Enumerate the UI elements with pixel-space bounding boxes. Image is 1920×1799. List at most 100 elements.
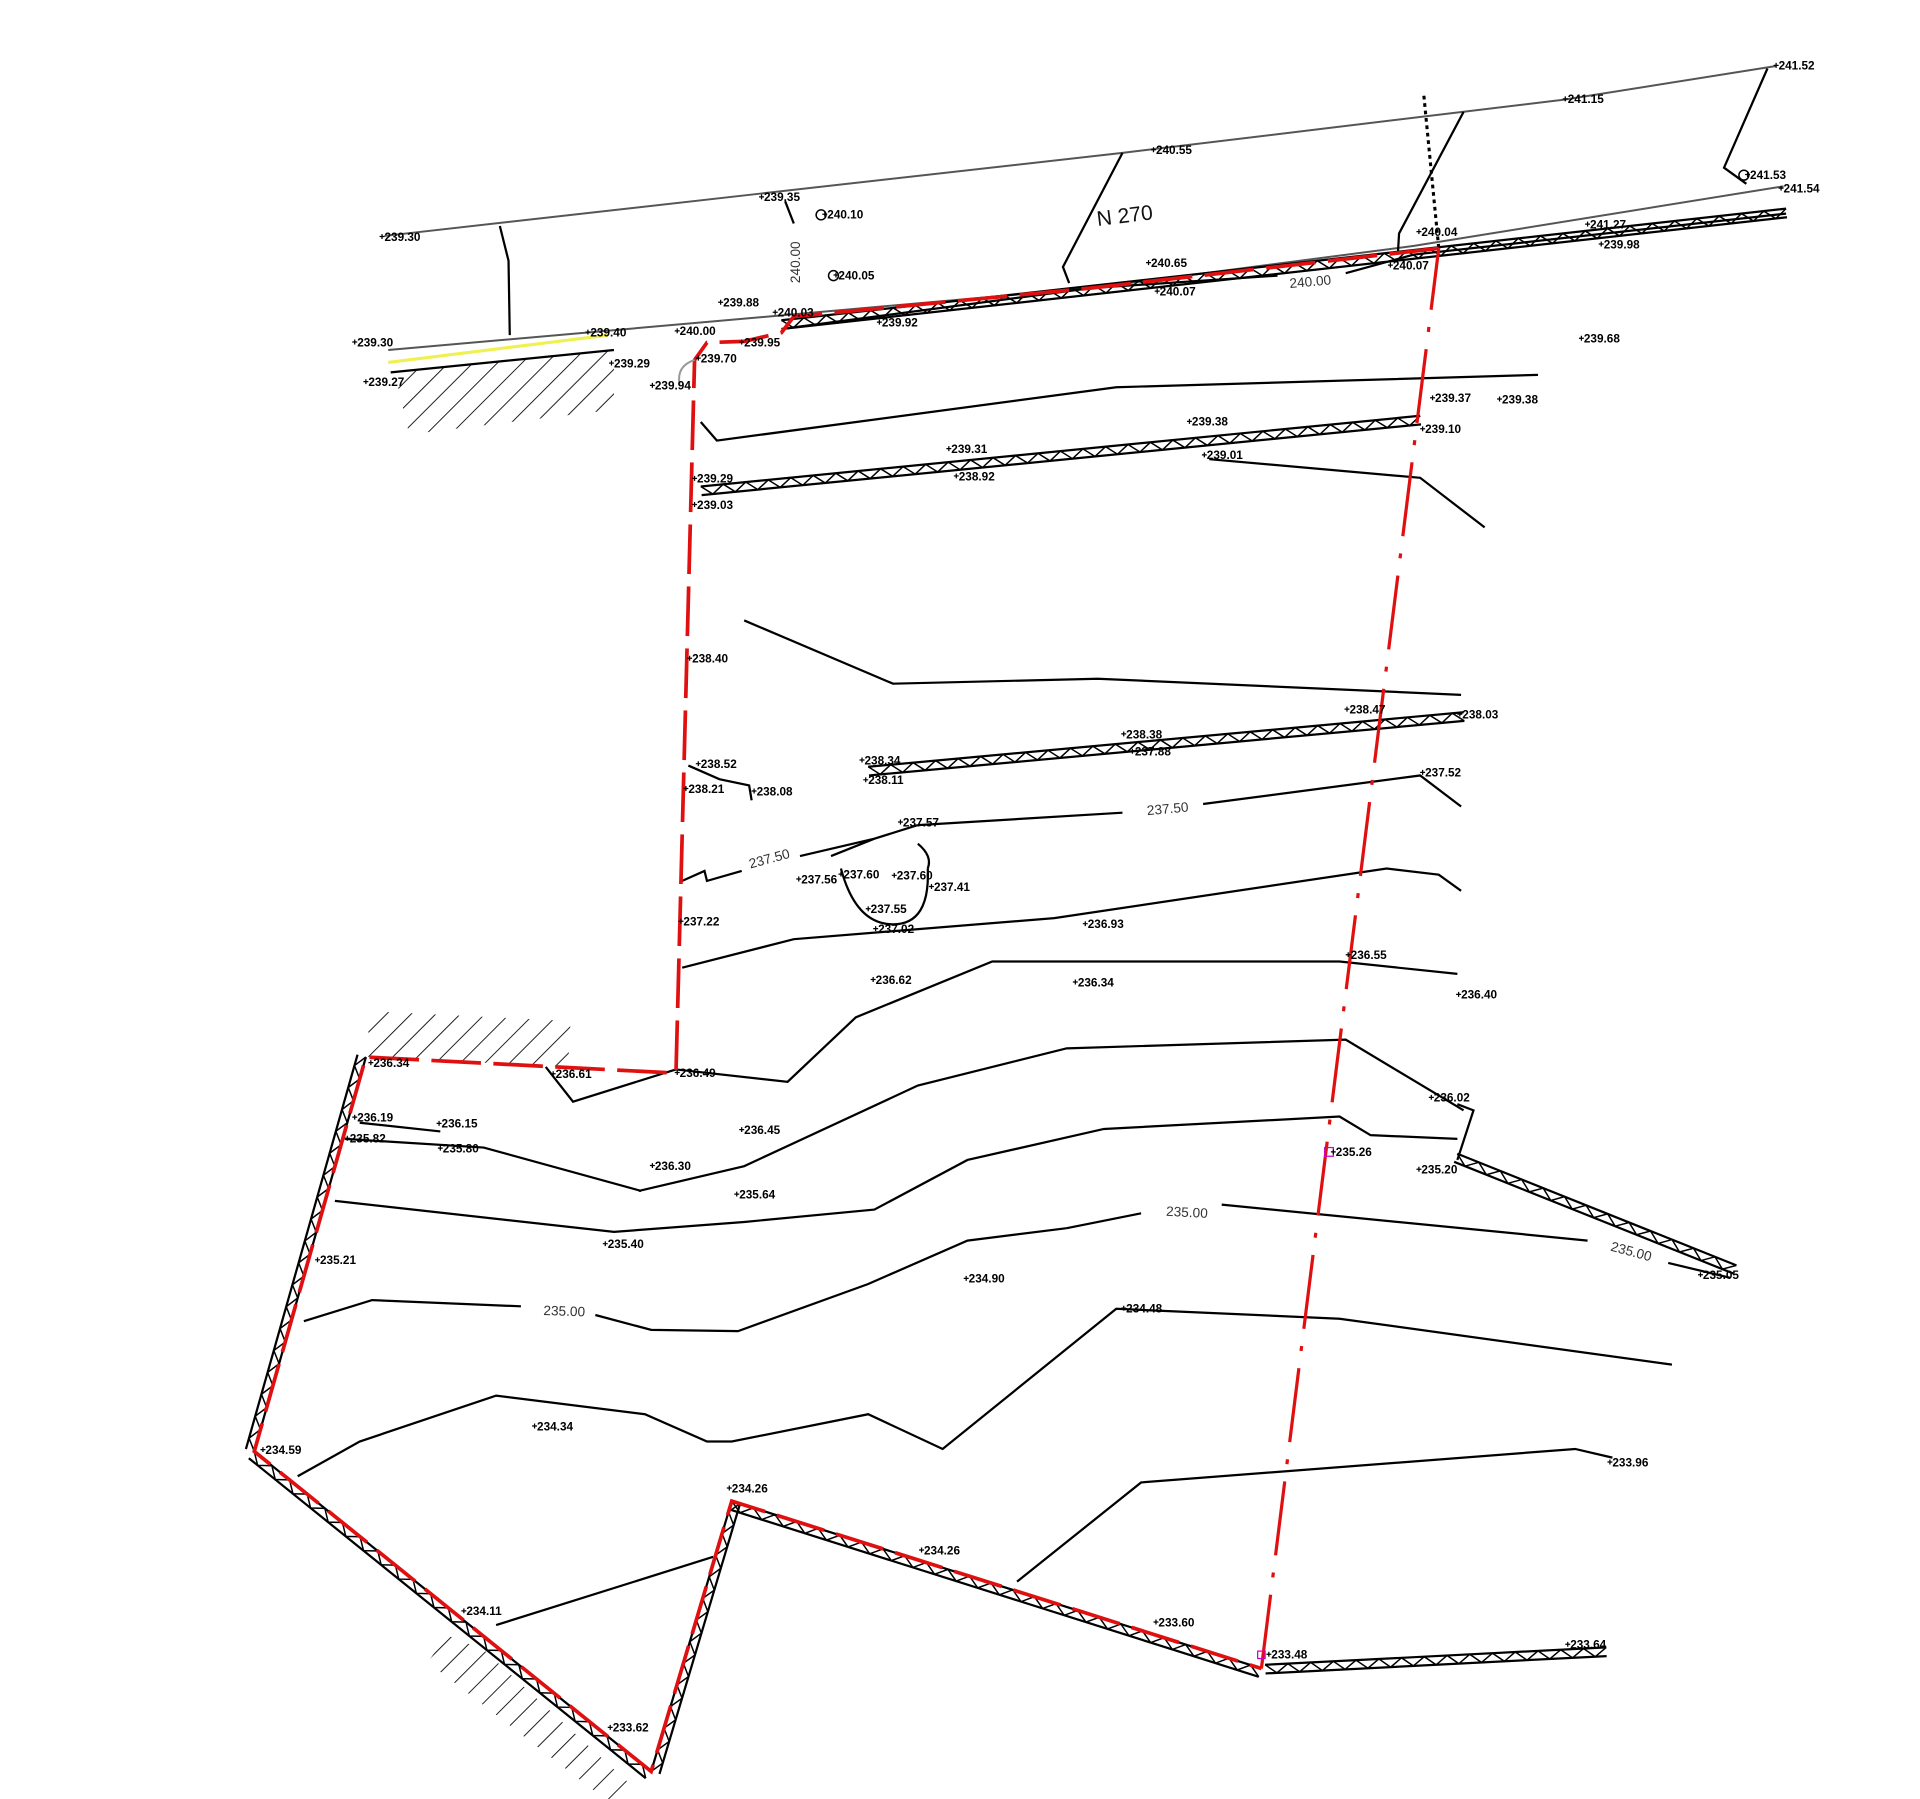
spot-elevation: 240.03 [778,307,814,320]
band-edge [1456,1152,1737,1267]
spot-height-marker-icon [891,872,897,878]
spot-height-marker-icon [550,1071,556,1077]
spot-height-marker-icon [772,309,778,315]
spot-height-marker-icon [739,339,745,345]
spot-elevation: 237.52 [1425,767,1461,780]
spot-height-marker-icon [379,234,385,240]
spot-height-marker-icon [859,757,865,763]
spot-elevation: 239.70 [701,352,737,365]
spot-elevation: 241.53 [1750,169,1786,182]
spot-height-marker-icon [695,761,701,767]
spot-height-marker-icon [1201,452,1207,458]
spot-elevation: 235.80 [443,1143,479,1156]
spot-elevation: 238.34 [864,754,900,767]
spot-elevation: 233.60 [1158,1616,1194,1629]
spot-elevation: 234.34 [537,1420,573,1433]
spot-elevation: 236.49 [680,1067,716,1080]
spot-height-marker-icon [718,299,724,305]
spot-height-marker-icon [1562,96,1568,102]
spot-elevation: 237.60 [897,870,933,883]
spot-height-marker-icon [739,1127,745,1133]
spot-elevation: 239.35 [764,191,800,204]
contour-label: 240.00 [1289,272,1332,291]
spot-height-marker-icon [607,1724,613,1730]
spot-elevation: 236.19 [357,1112,393,1125]
spot-height-marker-icon [759,194,765,200]
property-boundary [252,246,1439,1775]
spot-height-marker-icon [1146,260,1152,266]
contour-label: 235.00 [543,1303,586,1319]
spot-elevation: 239.95 [744,336,780,349]
curb-curve [678,359,695,385]
spot-height-marker-icon [1457,711,1463,717]
spot-elevation: 239.94 [655,380,691,393]
spot-height-marker-icon [1607,1459,1613,1465]
band-zigzag [1264,1646,1607,1674]
spot-height-marker-icon [953,473,959,479]
spot-height-marker-icon [1456,991,1462,997]
spot-elevation: 235.05 [1703,1269,1739,1282]
spot-elevation: 235.20 [1421,1164,1457,1177]
road-label: N 270 [1095,201,1154,231]
spot-height-marker-icon [674,328,680,334]
spot-height-marker-icon [1154,288,1160,294]
spot-height-marker-icon [1697,1272,1703,1278]
band-zigzag [253,1451,647,1779]
spot-height-marker-icon [1745,172,1751,178]
spot-elevation: 234.11 [466,1605,502,1618]
spot-elevation: 234.26 [924,1544,960,1557]
spot-elevation: 238.38 [1126,728,1162,741]
spot-height-marker-icon [919,1547,925,1553]
spot-elevation: 239.29 [697,473,733,486]
spot-height-marker-icon [897,819,903,825]
spot-height-marker-icon [352,339,358,345]
spot-height-marker-icon [1497,396,1503,402]
spot-height-marker-icon [352,1114,358,1120]
spot-elevation: 239.30 [384,231,420,244]
spot-elevation: 238.92 [959,470,995,483]
spot-elevation: 237.22 [683,916,719,929]
spot-elevation: 240.07 [1393,259,1429,272]
spot-elevation: 240.07 [1160,285,1196,298]
spot-elevation: 237.55 [871,903,907,916]
spot-height-marker-icon [1186,418,1192,424]
spot-height-marker-icon [532,1423,538,1429]
spot-elevation: 234.48 [1126,1303,1162,1316]
contour-lines [297,212,1787,1627]
spot-elevation: 240.10 [827,209,863,222]
contour-label: 235.00 [1609,1239,1654,1264]
road-n270 [384,65,1784,364]
spot-elevation: 238.47 [1349,703,1385,716]
spot-elevation: 235.21 [320,1254,356,1267]
spot-height-marker-icon [1773,62,1779,68]
spot-elevation: 236.34 [373,1057,409,1070]
spot-height-marker-icon [1420,769,1426,775]
spot-elevation: 237.41 [934,881,970,894]
band-zigzag [781,208,1787,329]
spot-elevation: 233.62 [613,1722,649,1735]
spot-height-marker-icon [678,918,684,924]
spot-elevation: 237.60 [843,868,879,881]
spot-height-marker-icon [315,1257,320,1263]
spot-elevation: 240.55 [1156,144,1192,157]
spot-height-marker-icon [946,446,952,452]
contour-label: 240.00 [788,241,803,283]
spot-height-marker-icon [1153,1619,1159,1625]
spot-height-marker-icon [863,777,869,783]
spot-elevation: 239.38 [1502,393,1538,406]
spot-elevation: 234.59 [265,1444,301,1457]
wall-edge [390,348,615,374]
spot-elevation: 241.15 [1568,93,1604,106]
band-edge [658,1503,742,1775]
spot-height-marker-icon [1345,952,1351,958]
spot-height-marker-icon [683,786,689,791]
spot-height-marker-icon [437,1145,443,1151]
spot-height-marker-icon [1598,241,1604,247]
spot-elevation: 238.08 [757,785,793,798]
spot-elevation: 236.02 [1434,1092,1470,1105]
contour-label: 237.50 [747,846,792,871]
spot-elevation: 239.68 [1584,333,1620,346]
spot-height-marker-icon [726,1485,732,1491]
band-zigzag [867,712,1465,776]
